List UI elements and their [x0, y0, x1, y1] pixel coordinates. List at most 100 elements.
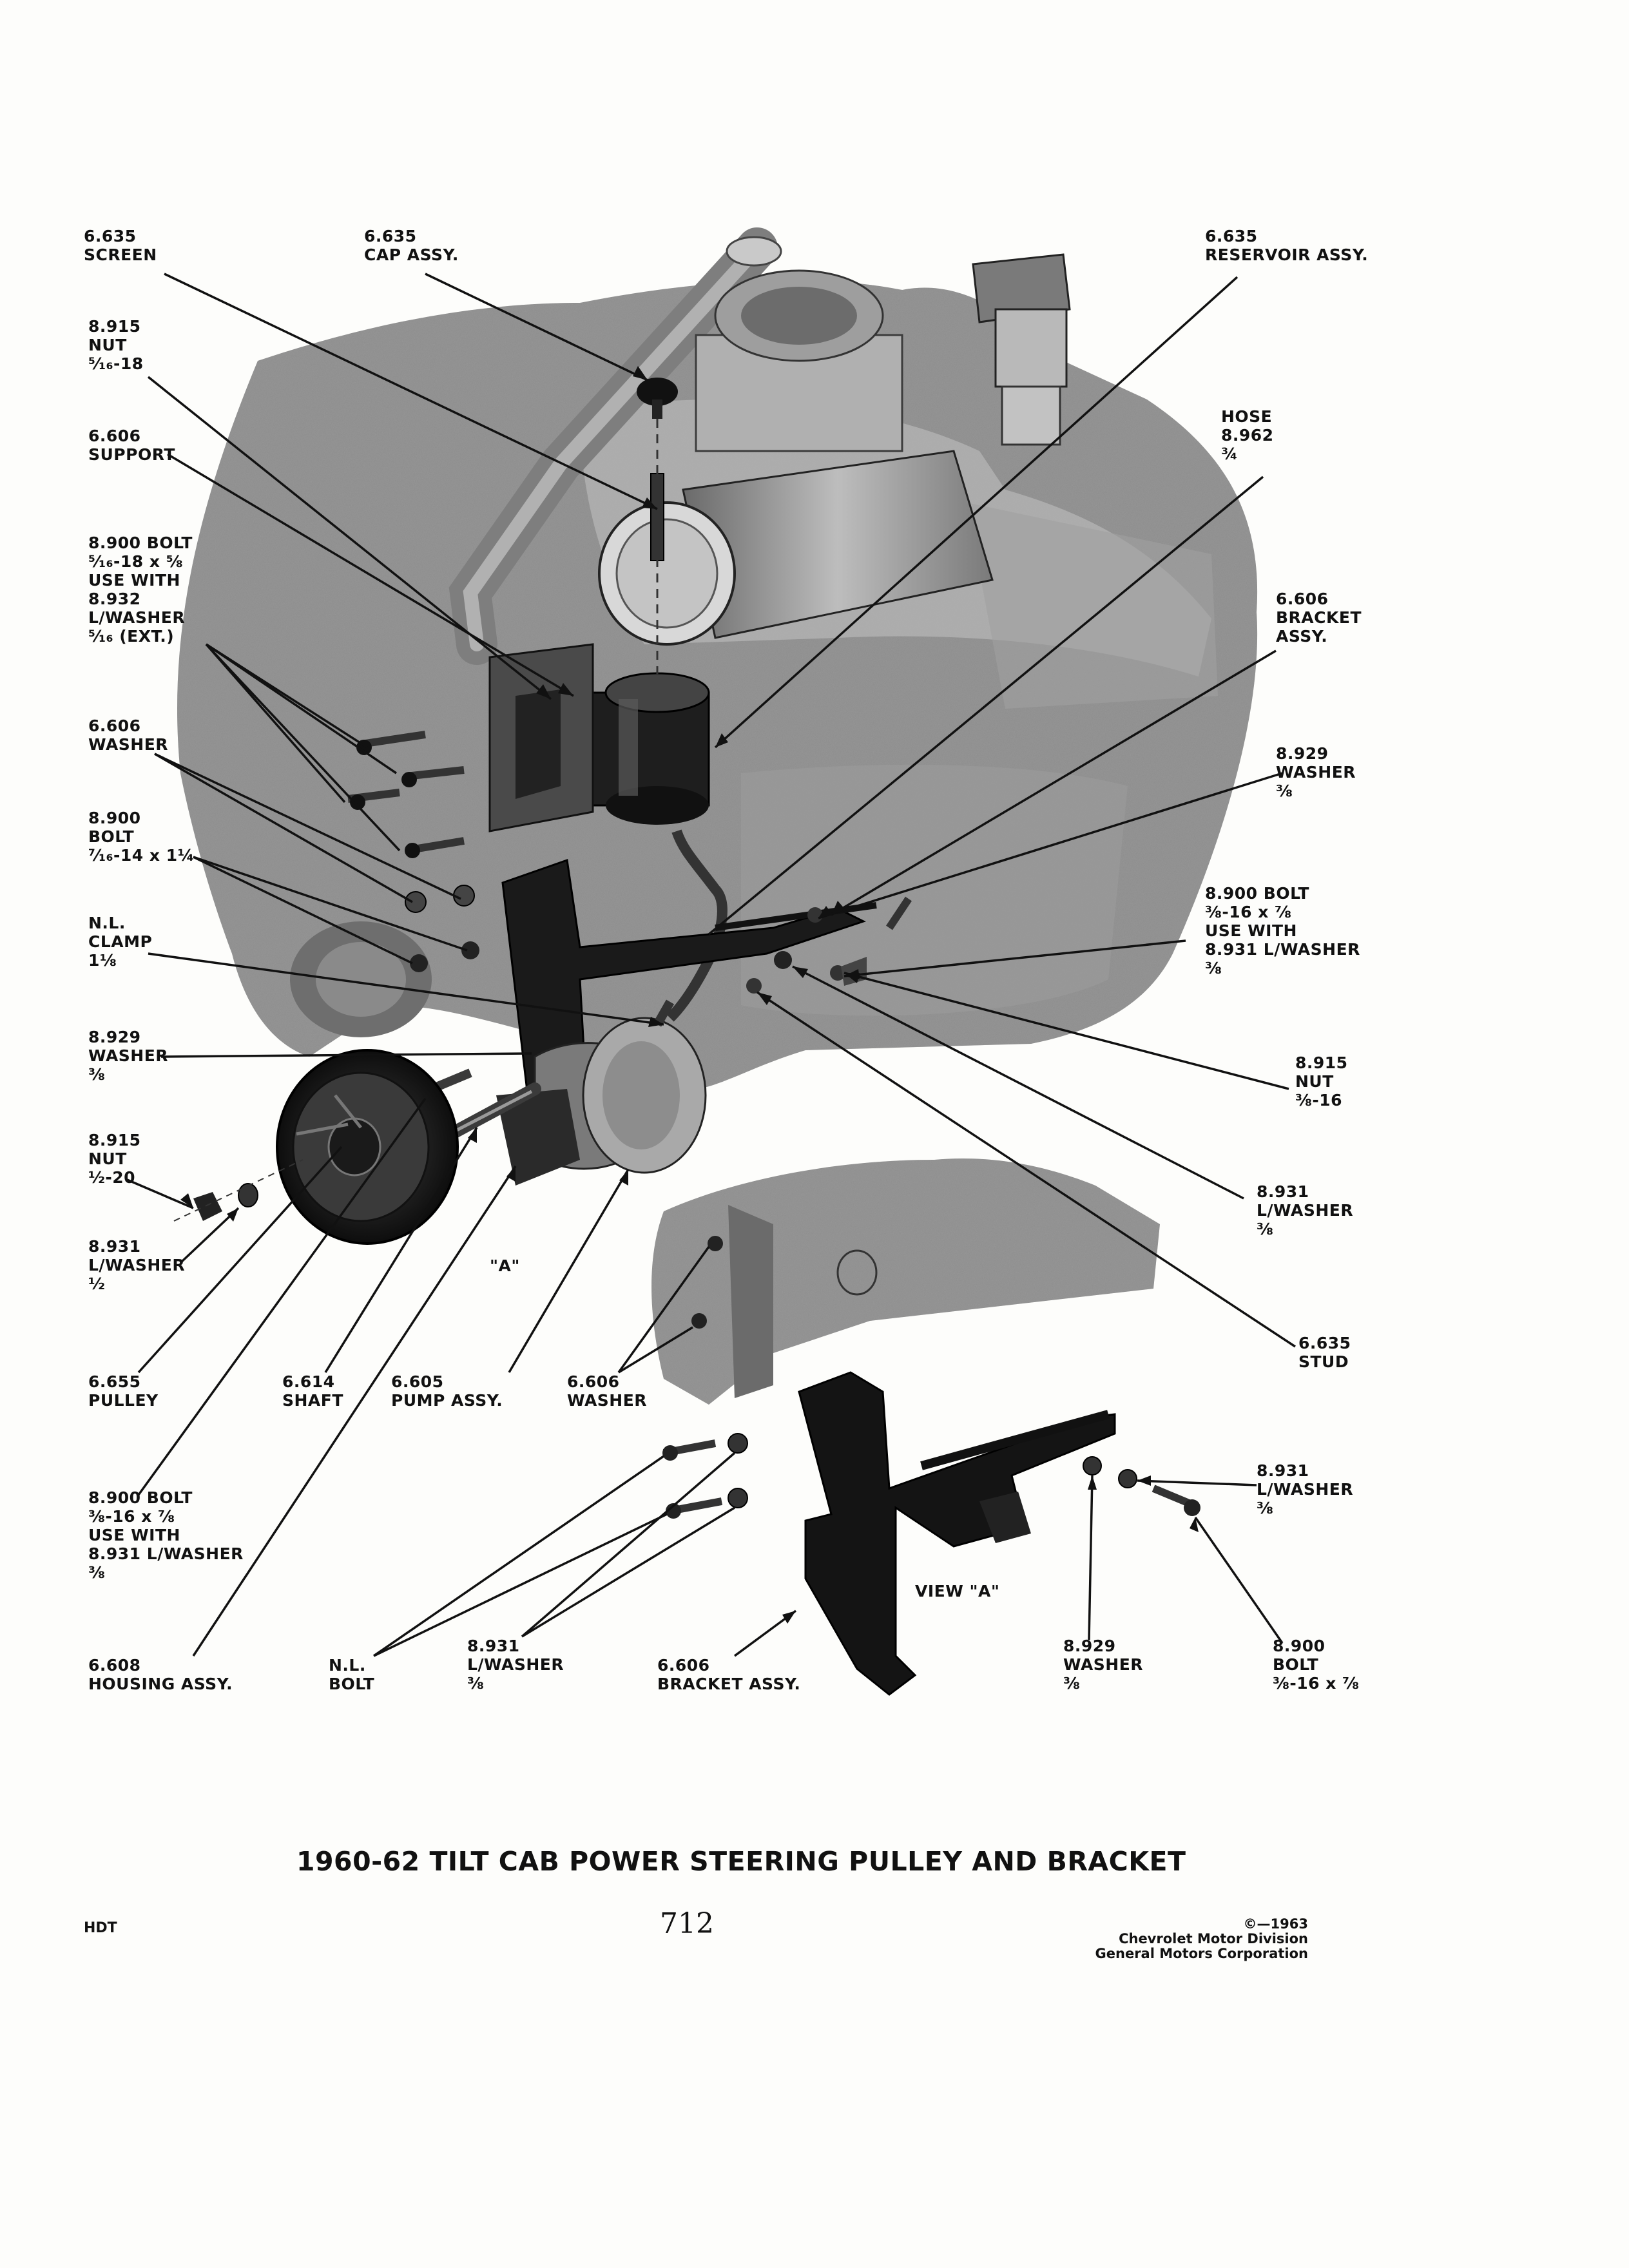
label-bolt-right-38-line3: USE WITH	[1205, 921, 1297, 940]
label-stud-line2: STUD	[1298, 1352, 1349, 1371]
label-bracket-right: 6.606 BRACKET ASSY.	[1276, 590, 1362, 646]
label-cap-line2: CAP ASSY.	[364, 245, 459, 264]
label-clamp-line2: CLAMP	[88, 932, 153, 951]
view-a-hardware	[662, 1433, 1200, 1519]
bracket-washers	[405, 885, 479, 972]
manual-code: HDT	[84, 1920, 117, 1936]
label-bolt-right-38: 8.900 BOLT ⅜-16 x ⅞ USE WITH 8.931 L/WAS…	[1205, 884, 1360, 977]
leader-arrowheads	[180, 366, 1199, 1624]
label-nut-pulley: 8.915 NUT ½-20	[88, 1131, 141, 1187]
label-nut-top-line1: 8.915	[88, 317, 141, 336]
reservoir	[585, 672, 710, 825]
label-washer-left-line1: 6.606	[88, 716, 141, 735]
label-reservoir-assy: 6.635 RESERVOIR ASSY.	[1205, 227, 1368, 264]
label-bolt-716-line1: 8.900	[88, 809, 141, 827]
label-bolt-support-line6: ⁵⁄₁₆ (EXT.)	[88, 627, 175, 646]
label-washer-view-929: 8.929 WASHER ⅜	[1063, 1637, 1143, 1693]
label-washer-929-right: 8.929 WASHER ⅜	[1276, 744, 1356, 800]
copyright-year: ©—1963	[1243, 1916, 1308, 1932]
label-shaft: 6.614 SHAFT	[282, 1372, 343, 1410]
label-lwasher-right: 8.931 L/WASHER ⅜	[1257, 1182, 1353, 1238]
label-bracket-right-line2: BRACKET	[1276, 608, 1362, 627]
label-bolt-support: 8.900 BOLT ⁵⁄₁₆-18 x ⅝ USE WITH 8.932 L/…	[88, 533, 193, 646]
label-bolt-support-line5: L/WASHER	[88, 608, 186, 627]
carburetor	[695, 269, 903, 452]
label-bolt-left-low-line4: 8.931 L/WASHER	[88, 1544, 244, 1563]
label-clamp: N.L. CLAMP 1⅛	[88, 914, 152, 970]
page-title: 1960-62 TILT CAB POWER STEERING PULLEY A…	[296, 1846, 1186, 1877]
label-washer-view-929-line3: ⅜	[1063, 1674, 1081, 1693]
label-washer-929-left-line1: 8.929	[88, 1028, 141, 1046]
air-cleaner-pipe	[448, 227, 782, 665]
label-housing-line2: HOUSING ASSY.	[88, 1675, 233, 1693]
label-bolt-support-line1: 8.900 BOLT	[88, 533, 193, 552]
label-nut-top: 8.915 NUT ⁵⁄₁₆-18	[88, 317, 144, 373]
label-bolt-716: 8.900 BOLT ⁷⁄₁₆-14 x 1¼	[88, 809, 195, 865]
air-cleaner-canister	[598, 450, 994, 646]
label-reservoir-line2: RESERVOIR ASSY.	[1205, 245, 1369, 264]
label-bolt-right-38-line5: ⅜	[1205, 959, 1222, 977]
label-bolt-support-line4: 8.932	[88, 590, 141, 608]
label-housing-line1: 6.608	[88, 1656, 141, 1675]
support-bolts	[347, 731, 465, 858]
label-washer-view-929-line1: 8.929	[1063, 1637, 1116, 1655]
label-bracket-right-line1: 6.606	[1276, 590, 1329, 608]
label-bracket-view-line1: 6.606	[657, 1656, 710, 1675]
label-bolt-support-line3: USE WITH	[88, 571, 180, 590]
pulley-nut-part	[173, 1159, 304, 1222]
label-bolt-left-low-line1: 8.900 BOLT	[88, 1488, 193, 1507]
label-nl-bolt-line1: N.L.	[329, 1656, 366, 1675]
leader-lines	[125, 273, 1296, 1657]
label-washer-left-line2: WASHER	[88, 735, 169, 754]
label-washer-view-line1: 6.606	[567, 1372, 620, 1391]
label-clamp-line1: N.L.	[88, 914, 126, 932]
label-bolt-support-line2: ⁵⁄₁₆-18 x ⅝	[88, 552, 184, 571]
label-shaft-line1: 6.614	[282, 1372, 335, 1391]
label-lwasher-view-right-line2: L/WASHER	[1257, 1480, 1354, 1499]
label-bolt-left-low: 8.900 BOLT ⅜-16 x ⅞ USE WITH 8.931 L/WAS…	[88, 1488, 244, 1582]
label-cap-assy: 6.635 CAP ASSY.	[364, 227, 459, 264]
label-bracket-right-line3: ASSY.	[1276, 627, 1328, 646]
label-hose-line1: HOSE	[1221, 407, 1273, 426]
label-reservoir-line1: 6.635	[1205, 227, 1258, 245]
label-washer-929-right-line2: WASHER	[1276, 763, 1356, 782]
label-screen-line1: 6.635	[84, 227, 137, 245]
label-nut-top-line2: NUT	[88, 336, 127, 354]
label-bolt-view-line1: 8.900	[1273, 1637, 1325, 1655]
label-bolt-right-38-line4: 8.931 L/WASHER	[1205, 940, 1360, 959]
label-nl-bolt-line2: BOLT	[329, 1675, 375, 1693]
label-nut-right-line2: NUT	[1295, 1072, 1334, 1091]
label-lwasher-half-line2: L/WASHER	[88, 1256, 186, 1274]
label-nl-bolt: N.L. BOLT	[329, 1656, 374, 1693]
power-steering-pump	[496, 1017, 707, 1186]
label-lwasher-view: 8.931 L/WASHER ⅜	[467, 1637, 564, 1693]
label-washer-929-left-line2: WASHER	[88, 1046, 169, 1065]
copyright-block: ©—1963 Chevrolet Motor Division General …	[1083, 1917, 1308, 1961]
label-pump-assy: 6.605 PUMP ASSY.	[391, 1372, 503, 1410]
label-lwasher-view-right-line1: 8.931	[1257, 1461, 1309, 1480]
label-lwasher-view-line1: 8.931	[467, 1637, 520, 1655]
label-bracket-view: 6.606 BRACKET ASSY.	[657, 1656, 800, 1693]
label-bolt-left-low-line3: USE WITH	[88, 1526, 180, 1544]
label-bolt-right-38-line2: ⅜-16 x ⅞	[1205, 903, 1292, 921]
label-lwasher-right-line1: 8.931	[1257, 1182, 1309, 1201]
label-shaft-line2: SHAFT	[282, 1391, 343, 1410]
label-bolt-716-line2: BOLT	[88, 827, 135, 846]
label-stud-line1: 6.635	[1298, 1334, 1351, 1352]
label-lwasher-view-right: 8.931 L/WASHER ⅜	[1257, 1461, 1353, 1517]
label-support-line2: SUPPORT	[88, 445, 175, 464]
copyright-division: Chevrolet Motor Division	[1119, 1931, 1308, 1946]
copyright-corporation: General Motors Corporation	[1095, 1946, 1308, 1961]
label-housing: 6.608 HOUSING ASSY.	[88, 1656, 233, 1693]
label-lwasher-half-line3: ½	[88, 1274, 106, 1293]
label-washer-929-right-line1: 8.929	[1276, 744, 1329, 763]
label-bolt-view-line3: ⅜-16 x ⅞	[1273, 1674, 1360, 1693]
label-screen: 6.635 SCREEN	[84, 227, 157, 264]
label-bolt-right-38-line1: 8.900 BOLT	[1205, 884, 1309, 903]
label-nut-right-line1: 8.915	[1295, 1053, 1348, 1072]
label-washer-view: 6.606 WASHER	[567, 1372, 647, 1410]
label-support: 6.606 SUPPORT	[88, 427, 175, 464]
label-pump-line2: PUMP ASSY.	[391, 1391, 503, 1410]
label-nut-pulley-line3: ½-20	[88, 1168, 136, 1187]
